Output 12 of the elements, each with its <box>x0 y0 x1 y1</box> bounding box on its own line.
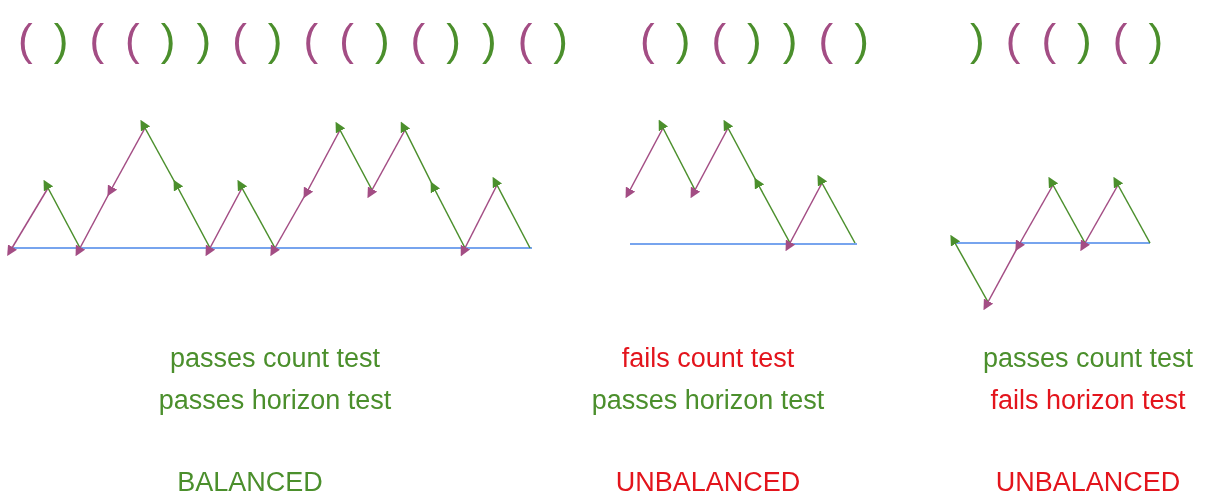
verdict-text: BALANCED <box>177 468 323 496</box>
test-result-text: passes horizon test <box>158 386 392 414</box>
parenthesis-string: ) ( ( ) ( ) <box>970 18 1168 62</box>
test-result-text: fails horizon test <box>990 386 1186 414</box>
parenthesis-string: ( ) ( ) ) ( ) <box>640 18 874 62</box>
test-result-text: passes count test <box>982 344 1194 372</box>
verdict-text: UNBALANCED <box>995 468 1181 496</box>
verdict-text: UNBALANCED <box>615 468 801 496</box>
test-result-text: passes horizon test <box>591 386 825 414</box>
parenthesis-string: ( ) ( ( ) ) ( ) ( ( ) ( ) ) ( ) <box>18 18 573 62</box>
test-result-text: fails count test <box>621 344 795 372</box>
test-result-text: passes count test <box>169 344 381 372</box>
